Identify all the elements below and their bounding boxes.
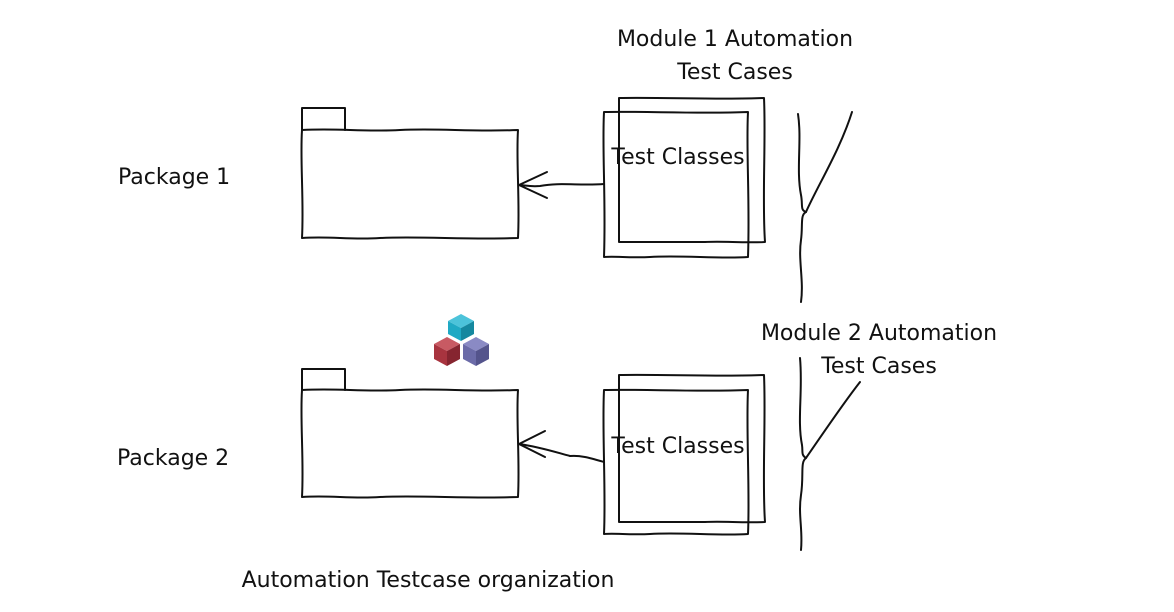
module-1-to-package-1-arrow <box>518 171 605 199</box>
module-1-test-classes-label: Test Classes <box>610 145 744 170</box>
module-1-heading-line1: Module 1 Automation <box>617 27 853 52</box>
module-2-test-classes-label: Test Classes <box>610 434 744 459</box>
stacked-cubes-logo-icon <box>434 314 489 366</box>
module-1-curly-brace-icon <box>797 111 853 303</box>
module-2-curly-brace-icon <box>798 357 861 551</box>
package-2-icon <box>300 368 520 499</box>
diagram-caption: Automation Testcase organization <box>242 568 615 593</box>
package-2-label: Package 2 <box>117 446 229 471</box>
module-2-heading-line1: Module 2 Automation <box>761 321 997 346</box>
module-1-heading-line2: Test Cases <box>676 60 793 85</box>
module-1-test-classes-box <box>602 96 766 259</box>
package-1-icon <box>300 107 520 240</box>
module-2-heading-line2: Test Cases <box>820 354 937 379</box>
arrow-head-icon <box>518 171 548 199</box>
package-1-label: Package 1 <box>118 165 230 190</box>
module-2-test-classes-box <box>602 373 766 536</box>
module-2-to-package-2-arrow <box>518 430 605 463</box>
arrow-head-icon <box>518 430 546 458</box>
